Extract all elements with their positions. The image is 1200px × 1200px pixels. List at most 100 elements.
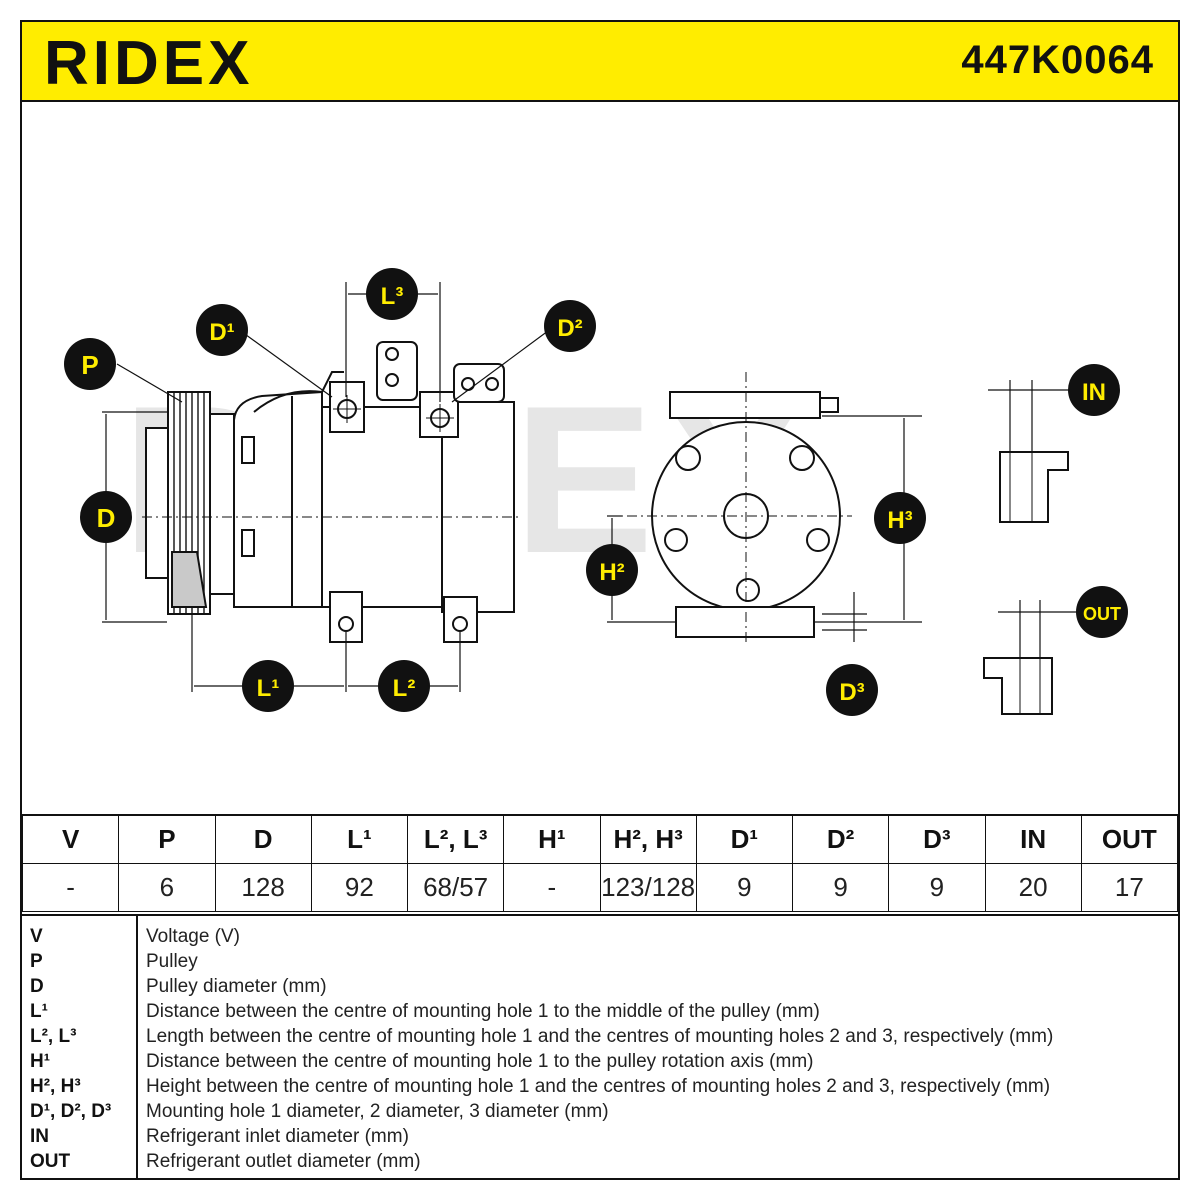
rear-bolt-4 — [806, 528, 830, 552]
label-p: P — [81, 350, 98, 380]
header-cell: H¹ — [503, 814, 601, 864]
pulley-hub — [145, 427, 169, 579]
value-cell: 128 — [214, 862, 312, 912]
legend-key: V — [30, 926, 43, 947]
outlet-fitting — [983, 657, 1053, 715]
mount-hole-bottom-1 — [338, 616, 354, 632]
legend-desc: Pulley diameter (mm) — [146, 976, 327, 997]
legend: V Voltage (V) P Pulley D Pulley diameter… — [22, 914, 1178, 1178]
label-d: D — [97, 503, 116, 533]
value-cell: - — [503, 862, 601, 912]
label-l2: L² — [393, 675, 416, 702]
label-d2: D² — [557, 315, 582, 342]
label-d1: D¹ — [209, 319, 234, 346]
technical-drawing: RIDEX — [64, 268, 1128, 716]
brand-logo: RIDEX — [44, 28, 334, 98]
value-cell: 6 — [118, 862, 216, 912]
header-cell: L¹ — [310, 814, 409, 864]
value-cell: 123/128 — [599, 862, 697, 912]
legend-desc: Distance between the centre of mounting … — [146, 1001, 820, 1022]
ridex-logo-mark: RIDEX — [44, 29, 253, 98]
legend-row: V Voltage (V) — [22, 926, 1178, 951]
pulley-section-hatch — [171, 551, 208, 608]
value-cell: 9 — [791, 862, 890, 912]
legend-row: H¹ Distance between the centre of mounti… — [22, 1051, 1178, 1076]
header-cell: D — [214, 814, 312, 864]
spec-header-row: V P D L¹ L², L³ H¹ H², H³ D¹ D² D³ IN OU… — [21, 814, 1179, 864]
legend-key: P — [30, 951, 43, 972]
label-d3: D³ — [839, 679, 864, 706]
legend-row: D¹, D², D³ Mounting hole 1 diameter, 2 d… — [22, 1101, 1178, 1126]
inlet-fitting — [999, 451, 1069, 523]
legend-row: IN Refrigerant inlet diameter (mm) — [22, 1126, 1178, 1151]
rear-bolt-3 — [664, 528, 688, 552]
value-cell: 20 — [984, 862, 1082, 912]
value-cell: 9 — [695, 862, 794, 912]
label-l1: L¹ — [257, 675, 280, 702]
compressor-side-view — [142, 341, 522, 643]
header-bar: RIDEX 447K0064 — [22, 22, 1178, 102]
legend-key: L², L³ — [30, 1026, 77, 1047]
value-cell: - — [21, 862, 120, 912]
label-h2: H² — [599, 559, 624, 586]
header-cell: H², H³ — [599, 814, 697, 864]
legend-desc: Distance between the centre of mounting … — [146, 1051, 814, 1072]
rear-top-flange — [669, 391, 821, 419]
legend-key: IN — [30, 1126, 49, 1147]
spec-value-row: - 6 128 92 68/57 - 123/128 9 9 9 20 17 — [21, 862, 1179, 912]
value-cell: 68/57 — [406, 862, 505, 912]
label-l3: L³ — [381, 283, 404, 310]
side-connector-upper — [241, 436, 255, 464]
legend-desc: Height between the centre of mounting ho… — [146, 1076, 1051, 1097]
header-cell: P — [118, 814, 216, 864]
rear-bolt-1 — [675, 445, 701, 471]
legend-desc: Mounting hole 1 diameter, 2 diameter, 3 … — [146, 1101, 609, 1122]
legend-row: L², L³ Length between the centre of moun… — [22, 1026, 1178, 1051]
header-cell: D¹ — [695, 814, 794, 864]
rear-bolt-5 — [736, 578, 760, 602]
legend-row: L¹ Distance between the centre of mounti… — [22, 1001, 1178, 1026]
value-cell: 9 — [888, 862, 986, 912]
rear-bolt-2 — [789, 445, 815, 471]
spec-table: V P D L¹ L², L³ H¹ H², H³ D¹ D² D³ IN OU… — [21, 814, 1179, 912]
header-cell: L², L³ — [406, 814, 505, 864]
header-cell: D² — [791, 814, 890, 864]
mount-hole-3 — [452, 616, 468, 632]
datasheet-frame: RIDEX 447K0064 RIDEX — [20, 20, 1180, 1180]
legend-row: H², H³ Height between the centre of moun… — [22, 1076, 1178, 1101]
front-housing — [233, 390, 323, 608]
rear-top-lug — [819, 397, 839, 413]
wire-harness — [253, 371, 344, 413]
label-in: IN — [1082, 379, 1106, 406]
label-h3: H³ — [887, 507, 912, 534]
value-cell: 92 — [310, 862, 409, 912]
legend-row: P Pulley — [22, 951, 1178, 976]
compressor-rear-view — [607, 372, 852, 642]
value-cell: 17 — [1080, 862, 1179, 912]
dimension-lines-side — [102, 282, 553, 692]
clutch-housing — [209, 413, 235, 595]
label-out: OUT — [1083, 604, 1121, 624]
legend-key: OUT — [30, 1151, 71, 1172]
legend-key: H², H³ — [30, 1076, 81, 1097]
outlet-dimension — [998, 600, 1082, 658]
header-cell: D³ — [888, 814, 986, 864]
header-cell: IN — [984, 814, 1082, 864]
legend-row: OUT Refrigerant outlet diameter (mm) — [22, 1151, 1178, 1176]
legend-key: L¹ — [30, 1001, 48, 1022]
legend-desc: Refrigerant inlet diameter (mm) — [146, 1126, 409, 1147]
legend-divider — [136, 916, 138, 1178]
legend-key: D — [30, 976, 44, 997]
legend-row: D Pulley diameter (mm) — [22, 976, 1178, 1001]
legend-desc: Voltage (V) — [146, 926, 240, 947]
side-connector-lower — [241, 529, 255, 557]
part-number: 447K0064 — [961, 38, 1154, 82]
header-cell: V — [21, 814, 120, 864]
legend-key: H¹ — [30, 1051, 51, 1072]
header-cell: OUT — [1080, 814, 1179, 864]
inlet-dimension — [988, 380, 1082, 452]
brand-name: RIDEX — [44, 29, 253, 92]
legend-desc: Pulley — [146, 951, 198, 972]
legend-key: D¹, D², D³ — [30, 1101, 112, 1122]
legend-desc: Length between the centre of mounting ho… — [146, 1026, 1054, 1047]
